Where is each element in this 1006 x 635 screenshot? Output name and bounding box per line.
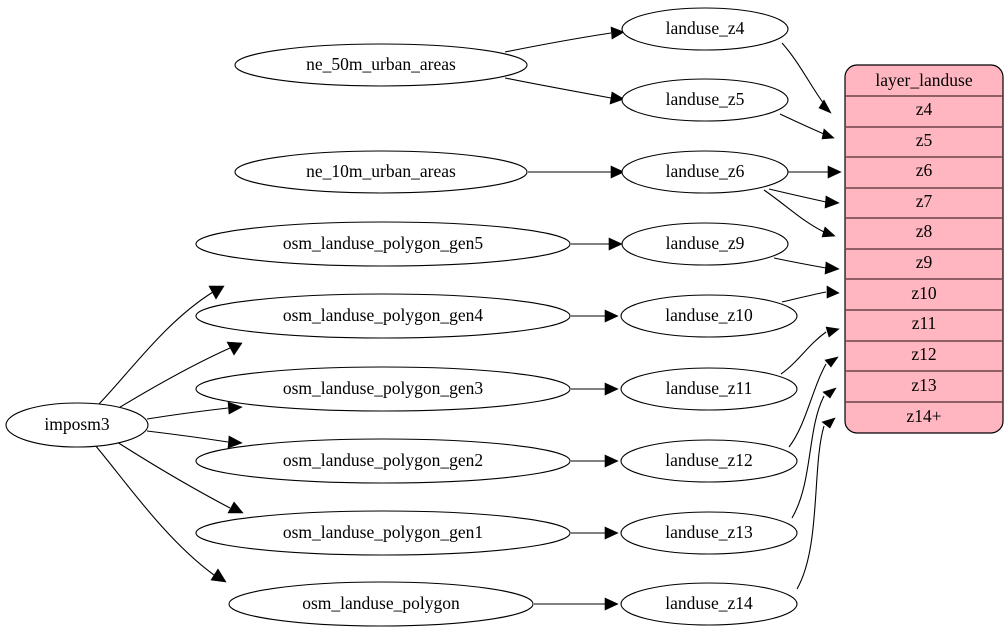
node-ne-50m-urban-areas[interactable]: ne_50m_urban_areas bbox=[234, 43, 528, 87]
edge-arrowhead bbox=[818, 99, 832, 114]
edge-imposm3-gen4 bbox=[116, 347, 231, 410]
edge-z11-row bbox=[780, 331, 827, 375]
edge-arrowhead bbox=[826, 285, 840, 299]
node-osm-landuse-polygon-gen4[interactable]: osm_landuse_polygon_gen4 bbox=[195, 293, 571, 339]
edge-arrowhead bbox=[226, 341, 243, 356]
node-shape[interactable] bbox=[620, 294, 798, 338]
node-osm-landuse-polygon-gen3[interactable]: osm_landuse_polygon_gen3 bbox=[195, 366, 571, 412]
edge-z9-row bbox=[773, 257, 827, 269]
edge-z14-row bbox=[796, 425, 825, 590]
node-osm-landuse-polygon-gen1[interactable]: osm_landuse_polygon_gen1 bbox=[195, 510, 571, 556]
node-imposm3[interactable]: imposm3 bbox=[5, 402, 149, 448]
edge-arrowhead bbox=[604, 526, 619, 540]
edge-ne50m-z4 bbox=[504, 32, 612, 53]
node-shape[interactable] bbox=[620, 511, 798, 555]
edge-imposm3-gen2 bbox=[146, 430, 229, 443]
node-osm-landuse-polygon-gen5[interactable]: osm_landuse_polygon_gen5 bbox=[195, 221, 571, 267]
node-shape[interactable] bbox=[621, 222, 789, 266]
node-shape[interactable] bbox=[621, 7, 789, 51]
node-landuse-z14[interactable]: landuse_z14 bbox=[620, 582, 798, 626]
layer-landuse-table[interactable]: layer_landuse z4 z5 z6 z7 z8 z9 z10 z11 … bbox=[844, 64, 1004, 434]
node-landuse-z4[interactable]: landuse_z4 bbox=[621, 7, 789, 51]
node-shape[interactable] bbox=[5, 402, 149, 448]
node-landuse-z10[interactable]: landuse_z10 bbox=[620, 294, 798, 338]
edge-arrowhead bbox=[604, 454, 619, 468]
edge-z13-row bbox=[791, 395, 825, 519]
edge-arrowhead bbox=[827, 165, 842, 179]
edge-arrowhead bbox=[604, 597, 619, 611]
node-osm-landuse-polygon-gen2[interactable]: osm_landuse_polygon_gen2 bbox=[195, 438, 571, 484]
mid-nodes-layer: landuse_z4 landuse_z5 landuse_z6 landuse… bbox=[620, 7, 798, 626]
node-shape[interactable] bbox=[228, 581, 534, 627]
edges-layer bbox=[94, 26, 842, 611]
edge-arrowhead bbox=[610, 26, 625, 40]
edge-z4-row bbox=[781, 42, 825, 105]
node-landuse-z6[interactable]: landuse_z6 bbox=[621, 150, 789, 194]
edge-z5-row bbox=[779, 113, 825, 135]
edge-arrowhead bbox=[210, 568, 227, 583]
edge-arrowhead bbox=[227, 435, 243, 449]
node-shape[interactable] bbox=[195, 510, 571, 556]
node-shape[interactable] bbox=[621, 78, 789, 122]
edge-arrowhead bbox=[825, 326, 840, 338]
node-landuse-z13[interactable]: landuse_z13 bbox=[620, 511, 798, 555]
edge-arrowhead bbox=[208, 285, 225, 300]
edge-arrowhead bbox=[824, 195, 840, 209]
edge-imposm3-gen1 bbox=[116, 441, 231, 509]
edge-arrowhead bbox=[604, 309, 619, 323]
edge-arrowhead bbox=[608, 237, 623, 251]
node-shape[interactable] bbox=[195, 293, 571, 339]
edge-arrowhead bbox=[604, 382, 619, 396]
edge-arrowhead bbox=[824, 356, 839, 368]
edge-arrowhead bbox=[609, 91, 625, 105]
edge-arrowhead bbox=[821, 226, 836, 238]
node-shape[interactable] bbox=[195, 366, 571, 412]
node-shape[interactable] bbox=[234, 43, 528, 87]
node-landuse-z5[interactable]: landuse_z5 bbox=[621, 78, 789, 122]
node-shape[interactable] bbox=[195, 438, 571, 484]
edge-ne50m-z5 bbox=[504, 77, 612, 99]
edge-z6-z7-row bbox=[768, 188, 827, 203]
edge-arrowhead bbox=[822, 387, 837, 399]
node-shape[interactable] bbox=[234, 150, 528, 194]
edge-imposm3-gen3 bbox=[146, 407, 229, 420]
edge-z6-z8-row bbox=[763, 189, 825, 233]
edge-arrowhead bbox=[227, 401, 243, 415]
edge-z12-row bbox=[788, 363, 827, 448]
node-shape[interactable] bbox=[620, 367, 798, 411]
edge-arrowhead bbox=[824, 261, 840, 275]
node-ne-10m-urban-areas[interactable]: ne_10m_urban_areas bbox=[234, 150, 528, 194]
edge-arrowhead bbox=[227, 501, 244, 514]
node-landuse-z11[interactable]: landuse_z11 bbox=[620, 367, 798, 411]
node-shape[interactable] bbox=[620, 439, 798, 483]
node-landuse-z12[interactable]: landuse_z12 bbox=[620, 439, 798, 483]
edge-arrowhead bbox=[821, 128, 835, 140]
edge-imposm3-polygon bbox=[94, 444, 215, 576]
node-shape[interactable] bbox=[621, 150, 789, 194]
source-nodes-layer: imposm3 ne_50m_urban_areas ne_10m_urban_… bbox=[5, 43, 571, 627]
edge-arrowhead bbox=[821, 417, 836, 429]
node-shape[interactable] bbox=[620, 582, 798, 626]
node-landuse-z9[interactable]: landuse_z9 bbox=[621, 222, 789, 266]
edge-z10-row bbox=[781, 291, 827, 303]
node-osm-landuse-polygon[interactable]: osm_landuse_polygon bbox=[228, 581, 534, 627]
node-shape[interactable] bbox=[195, 221, 571, 267]
edge-arrowhead bbox=[610, 165, 625, 179]
edge-imposm3-gen5 bbox=[97, 291, 214, 406]
